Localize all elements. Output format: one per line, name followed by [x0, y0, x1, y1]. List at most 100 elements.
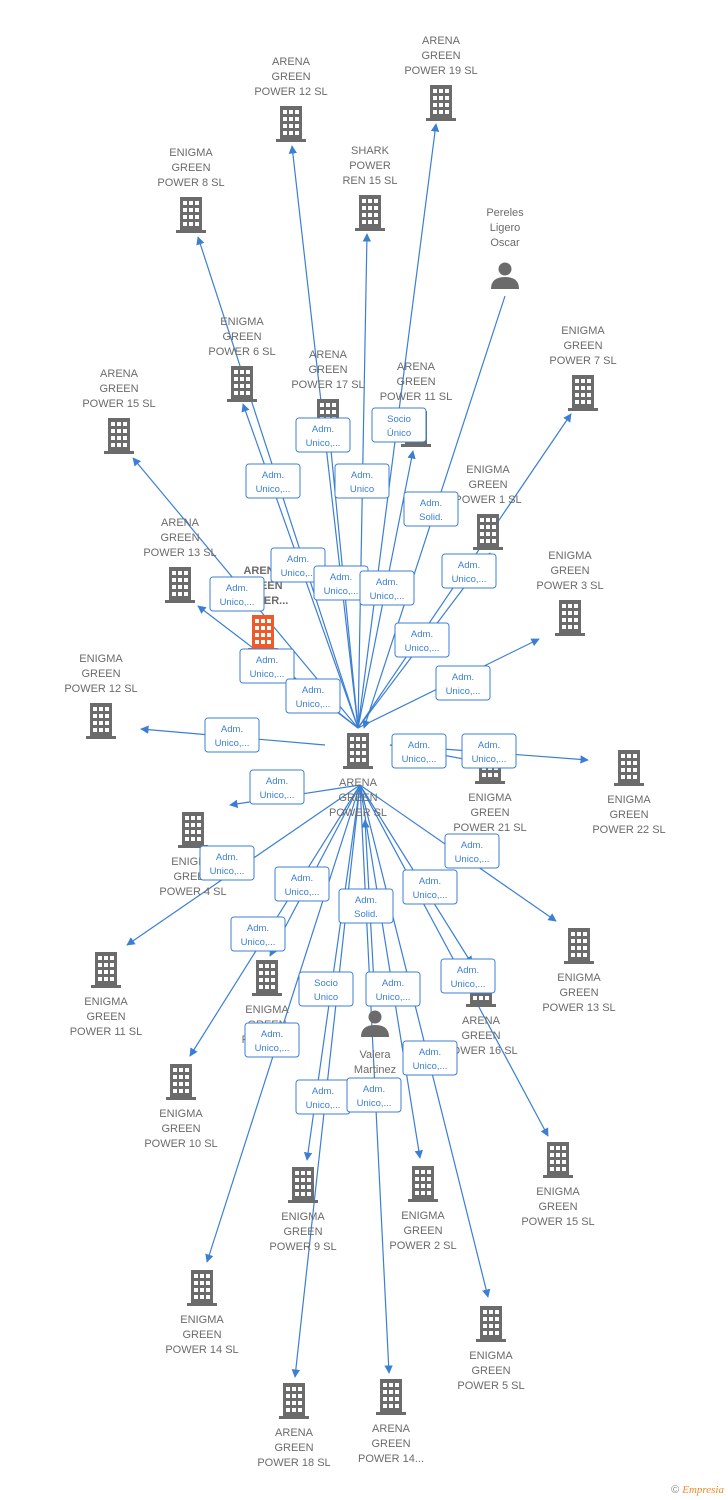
role-label-eg22[interactable]: Adm.Unico,...	[461, 733, 517, 769]
role-box	[402, 1040, 458, 1076]
role-label-egx[interactable]: Adm.Unico,...	[274, 866, 330, 902]
role-label-pereles[interactable]: Adm.Solid.	[403, 491, 459, 527]
role-label-eg11[interactable]: Adm.Unico,...	[199, 845, 255, 881]
role-box	[244, 1022, 300, 1058]
node-label-line: GREEN	[86, 1011, 125, 1023]
role-text: Unico,...	[451, 979, 486, 990]
role-label-eg6[interactable]: Adm.Unico,...	[209, 576, 265, 612]
role-label-ag12[interactable]: Adm.Unico,...	[245, 463, 301, 499]
node-label-line: ARENA	[422, 35, 461, 47]
node-label-line: GREEN	[538, 1201, 577, 1213]
role-label-eg12[interactable]: Adm.Unico,...	[204, 717, 260, 753]
node-label-line: POWER 15 SL	[82, 398, 155, 410]
role-label-eg10[interactable]: Adm.Unico,...	[230, 916, 286, 952]
role-box	[403, 491, 459, 527]
role-label-hl[interactable]: Adm.Unico,...	[285, 678, 341, 714]
role-text: Adm.	[382, 978, 404, 989]
node-label-line: ARENA	[397, 361, 436, 373]
role-label-eg1[interactable]: Adm.Unico,...	[394, 622, 450, 658]
role-label-eg8[interactable]: Adm.Unico,...	[270, 547, 326, 583]
role-label-eg7[interactable]: Adm.Unico,...	[441, 553, 497, 589]
role-label-ag13[interactable]: Adm.Unico,...	[359, 570, 415, 606]
role-text: Adm.	[291, 873, 313, 884]
role-text: Adm.	[411, 629, 433, 640]
role-label-eg2[interactable]: Adm. Unico,...	[365, 971, 421, 1007]
brand-logo[interactable]: Empresia	[682, 1484, 724, 1496]
person-icon	[361, 1010, 389, 1037]
building-icon	[276, 106, 306, 142]
node-label-line: GREEN	[609, 809, 648, 821]
role-box	[365, 971, 421, 1007]
role-text: Adm.	[420, 498, 442, 509]
role-label-eg15[interactable]: Adm.Unico,...	[440, 958, 496, 994]
node-label-line: ENIGMA	[469, 1350, 513, 1362]
node-label-line: ARENA	[272, 56, 311, 68]
role-text: Unico,...	[455, 854, 490, 865]
building-icon	[614, 750, 644, 786]
role-label-sp15[interactable]: Adm.Unico,...	[295, 417, 351, 453]
building-icon	[165, 567, 195, 603]
role-label-ag14[interactable]: Adm.Unico,...	[346, 1077, 402, 1113]
node-label-line: ARENA	[372, 1423, 411, 1435]
role-label-ag18[interactable]: Adm.Unico,...	[295, 1079, 351, 1115]
node-ag14[interactable]: ARENA GREEN POWER 14...	[358, 1379, 424, 1465]
node-label-line: POWER 19 SL	[404, 65, 477, 77]
role-label-eg21[interactable]: Adm.Unico,...	[391, 733, 447, 769]
node-label-line: GREEN	[371, 1438, 410, 1450]
role-text: Adm.	[312, 1086, 334, 1097]
role-label-ag17[interactable]: Adm.Unico,...	[313, 565, 369, 601]
node-label-line: GREEN	[338, 792, 377, 804]
role-label-valera[interactable]: Adm.Solid.	[338, 888, 394, 924]
role-label-eg14[interactable]: Adm.Unico,...	[244, 1022, 300, 1058]
role-label-eg3[interactable]: Adm.Unico,...	[435, 665, 491, 701]
node-label-line: POWER SL	[329, 807, 387, 819]
role-label-ag15[interactable]: Adm.Unico,...	[239, 648, 295, 684]
node-label-line: GREEN	[160, 532, 199, 544]
building-icon	[104, 418, 134, 454]
role-box	[249, 769, 305, 805]
node-label-line: ENIGMA	[245, 1004, 289, 1016]
node-label-line: ARENA	[275, 1427, 314, 1439]
role-box	[298, 971, 354, 1007]
node-label-line: ENIGMA	[79, 653, 123, 665]
role-text: Unico,...	[260, 790, 295, 801]
role-label-eg4[interactable]: Adm.Unico,...	[249, 769, 305, 805]
role-box	[274, 866, 330, 902]
role-label-ag19[interactable]: Adm.Unico	[334, 463, 390, 499]
role-text: Único	[387, 428, 411, 439]
node-label-line: GREEN	[274, 1442, 313, 1454]
role-text: Unico,...	[376, 992, 411, 1003]
role-label-eg13[interactable]: Adm.Unico,...	[444, 833, 500, 869]
node-label-line: POWER 5 SL	[457, 1380, 524, 1392]
role-label-ag16[interactable]: Adm.Unico,...	[402, 869, 458, 905]
role-label-eg5[interactable]: Adm.Unico,...	[402, 1040, 458, 1076]
node-label-line: ENIGMA	[548, 550, 592, 562]
node-label-line: POWER 14...	[358, 1453, 424, 1465]
